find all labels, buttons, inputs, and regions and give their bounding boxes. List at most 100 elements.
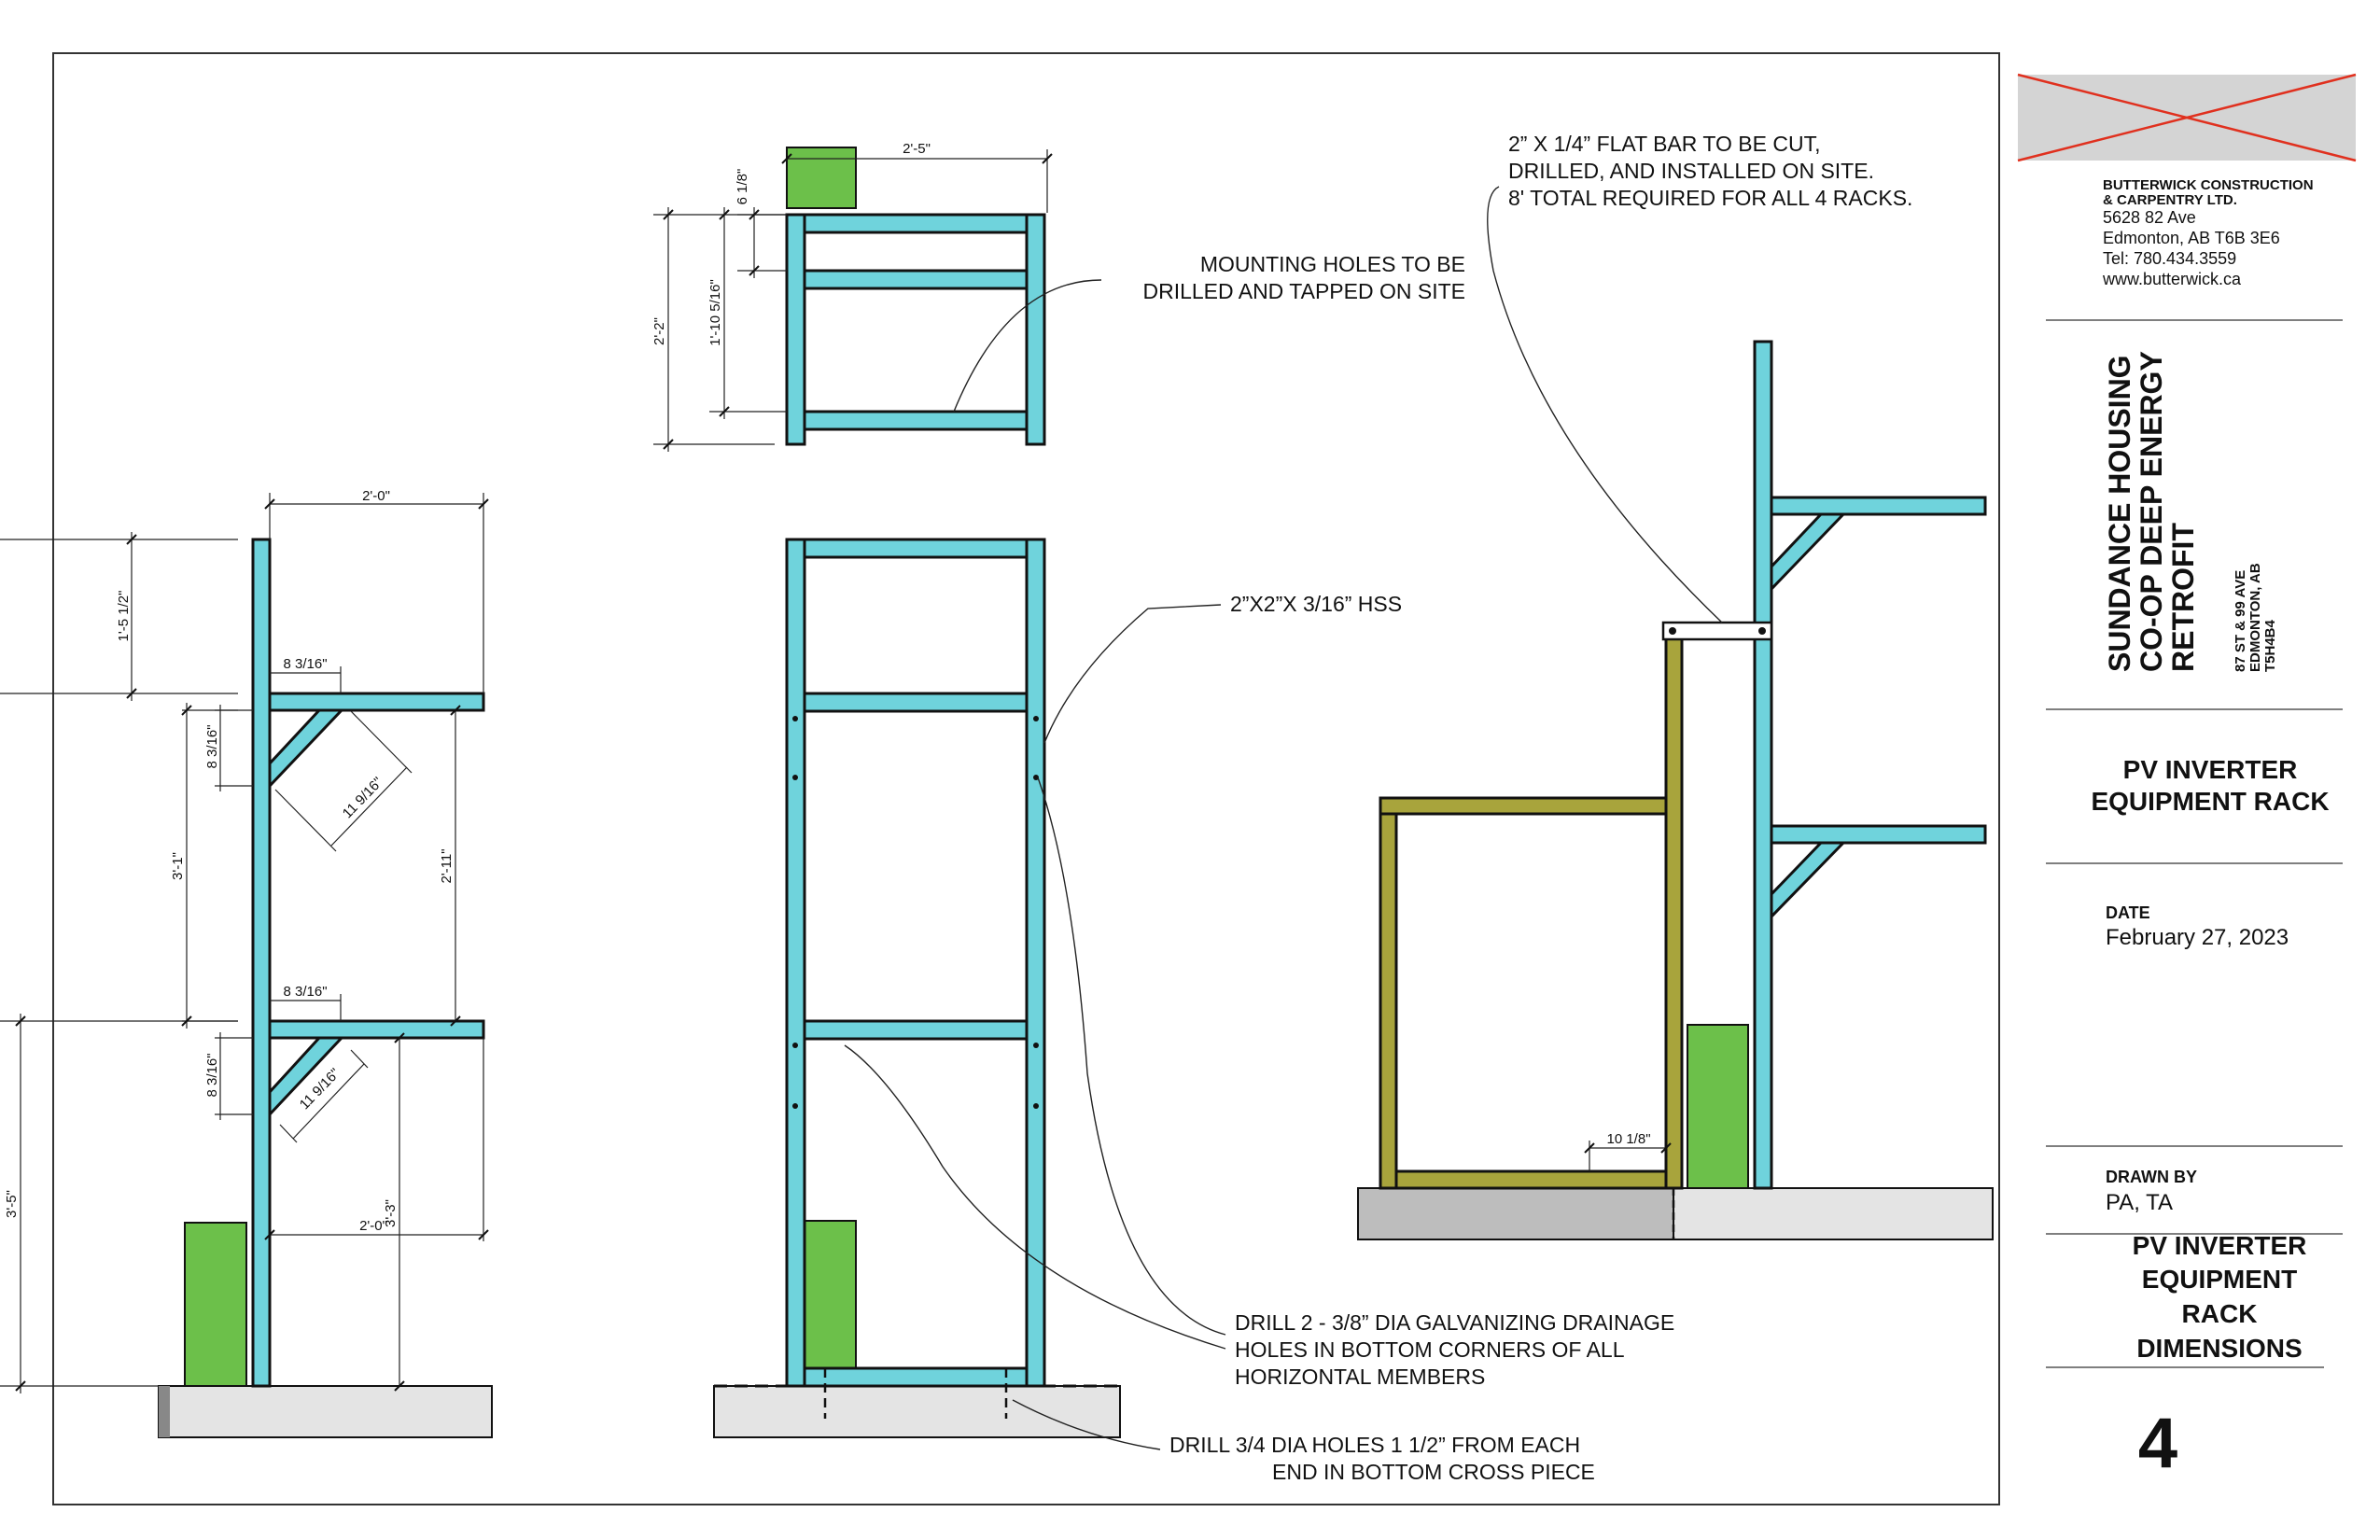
sheet-number: 4 (2138, 1404, 2177, 1483)
side-lower-brace (268, 1036, 345, 1118)
note-mounting-line2: DRILLED AND TAPPED ON SITE (1142, 279, 1465, 303)
front-top-member (803, 538, 1029, 559)
company-logo (2017, 73, 2357, 162)
concrete-pad-front (713, 1385, 1121, 1438)
flat-bar-frame-top (1379, 796, 1668, 816)
front-upper-shelf-member (803, 692, 1029, 713)
dim-top-offset: 6 1/8" (735, 169, 750, 205)
dim-side-lower-height: 3'-5" (4, 1190, 20, 1218)
top-frame-top-member (803, 213, 1029, 234)
leader-mounting (953, 279, 1102, 413)
drawing-title-line2: EQUIPMENT RACK (2091, 787, 2329, 816)
leader-drainage-upper (1037, 777, 1226, 1336)
top-frame-right-post (1025, 213, 1046, 446)
note-mounting-line1: MOUNTING HOLES TO BE (1200, 252, 1465, 276)
top-frame-middle-member (803, 269, 1029, 290)
side-upper-brace (268, 708, 345, 790)
side-lower-shelf-arm (268, 1019, 485, 1040)
side-upper-shelf-arm (268, 692, 485, 712)
notes: 2” X 1/4” FLAT BAR TO BE CUT, DRILLED, A… (844, 132, 1912, 1484)
company-phone: Tel: 780.434.3559 (2103, 249, 2236, 268)
drawing-border (52, 52, 2000, 1505)
project-location: 87 ST & 99 AVE EDMONTON, AB T5H4B4 (2233, 563, 2278, 672)
dim-side-width-top: 2'-0" (362, 488, 390, 504)
note-drainage-line1: DRILL 2 - 3/8” DIA GALVANIZING DRAINAGE (1235, 1310, 1674, 1335)
company-website: www.butterwick.ca (2102, 270, 2242, 288)
flat-bar-side-view: 10 1/8" (1357, 340, 1994, 1240)
flat-bar-plate (1661, 621, 1773, 641)
top-frame-bottom-member (803, 410, 1029, 431)
date-label: DATE (2106, 903, 2150, 922)
project-name: SUNDANCE HOUSING CO-OP DEEP ENERGY RETRO… (2103, 351, 2200, 672)
company-address-2: Edmonton, AB T6B 3E6 (2103, 229, 2280, 247)
title-block: BUTTERWICK CONSTRUCTION & CARPENTRY LTD.… (1998, 53, 2357, 1505)
side-post (251, 538, 272, 1388)
right-lower-shelf-arm (1770, 824, 1987, 845)
equipment-box-top (786, 147, 857, 209)
concrete-pad-right-hatched (1357, 1187, 1674, 1240)
front-lower-shelf-member (803, 1019, 1029, 1041)
leader-hss (1043, 604, 1222, 744)
note-base-holes-line1: DRILL 3/4 DIA HOLES 1 1/2” FROM EACH (1169, 1433, 1580, 1457)
note-flat-bar-line2: DRILLED, AND INSTALLED ON SITE. (1508, 159, 1874, 183)
equipment-box-front (802, 1220, 857, 1382)
sheet-title-line3: RACK (2182, 1299, 2258, 1328)
front-left-post (785, 538, 806, 1388)
dim-top-inner-height: 1'-10 5/16" (707, 279, 723, 346)
top-frame-left-post (785, 213, 806, 446)
dim-side-brace-vertical-upper: 8 3/16" (204, 724, 220, 768)
company-name-2: & CARPENTRY LTD. (2103, 192, 2237, 208)
project-location-line1: 87 ST & 99 AVE (2233, 570, 2248, 672)
front-elevation-view (713, 538, 1121, 1438)
note-drainage-line3: HORIZONTAL MEMBERS (1235, 1365, 1485, 1389)
dim-side-top-extension: 1'-5 1/2" (116, 591, 132, 642)
sheet-title-line4: DIMENSIONS (2136, 1334, 2302, 1363)
date-value: February 27, 2023 (2106, 925, 2289, 950)
right-upper-brace (1770, 512, 1847, 593)
flat-bar-frame-right-post (1664, 630, 1684, 1190)
dim-side-brace-vertical-lower: 8 3/16" (204, 1053, 220, 1097)
dim-side-brace-length-upper: 11 9/16" (340, 774, 386, 821)
dim-side-brace-offset-upper: 8 3/16" (283, 656, 327, 672)
project-name-line3: RETROFIT (2166, 523, 2200, 672)
leader-base-holes (1012, 1399, 1161, 1450)
dim-top-height: 2'-2" (651, 317, 667, 345)
drawn-by-label: DRAWN BY (2106, 1168, 2197, 1186)
company-address-1: 5628 82 Ave (2103, 208, 2196, 227)
drawing-title-line1: PV INVERTER (2123, 755, 2298, 784)
note-base-holes-line2: END IN BOTTOM CROSS PIECE (1272, 1460, 1595, 1484)
right-lower-brace (1770, 841, 1847, 920)
company-name: BUTTERWICK CONSTRUCTION (2103, 177, 2314, 193)
right-upper-shelf-arm (1770, 496, 1987, 516)
top-view: 2'-5" 6 1/8" 2'-2" 1'-10 5/16" (651, 141, 1048, 452)
drawn-by-value: PA, TA (2106, 1190, 2173, 1215)
front-right-post (1025, 538, 1046, 1388)
leader-drainage-lower (844, 1044, 1226, 1350)
side-elevation-view: 2'-0" 1'-5 1/2" 8 3/16" 8 3/16" 11 9/16"… (0, 488, 493, 1438)
project-location-line2: EDMONTON, AB (2247, 563, 2263, 672)
front-bottom-member (803, 1366, 1029, 1388)
concrete-pad-left (158, 1385, 493, 1438)
dim-side-bottom-height: 3'-3" (383, 1199, 399, 1227)
dim-top-width: 2'-5" (903, 141, 931, 157)
note-flat-bar-line3: 8' TOTAL REQUIRED FOR ALL 4 RACKS. (1508, 186, 1912, 210)
sheet-title-line1: PV INVERTER (2133, 1231, 2307, 1260)
sheet-title-line2: EQUIPMENT (2142, 1265, 2297, 1294)
project-name-line2: CO-OP DEEP ENERGY (2135, 351, 2168, 672)
note-drainage-line2: HOLES IN BOTTOM CORNERS OF ALL (1235, 1337, 1625, 1362)
note-flat-bar-line1: 2” X 1/4” FLAT BAR TO BE CUT, (1508, 132, 1820, 156)
dim-side-width-bottom: 2'-0" (359, 1218, 387, 1234)
project-name-line1: SUNDANCE HOUSING (2103, 355, 2136, 672)
flat-bar-frame-bottom (1394, 1169, 1668, 1190)
concrete-pad-right (1673, 1187, 1994, 1240)
flat-bar-frame-left-post (1379, 812, 1398, 1190)
project-location-line3: T5H4B4 (2262, 619, 2278, 672)
dim-side-brace-offset-lower: 8 3/16" (283, 984, 327, 1000)
dim-side-inner-spacing: 2'-11" (439, 848, 455, 883)
dimension-ticks (15, 153, 1672, 1392)
right-post (1753, 340, 1773, 1190)
drainage-holes (792, 716, 1039, 1109)
dim-side-shelf-spacing: 3'-1" (170, 852, 186, 880)
equipment-box-left (184, 1222, 247, 1387)
